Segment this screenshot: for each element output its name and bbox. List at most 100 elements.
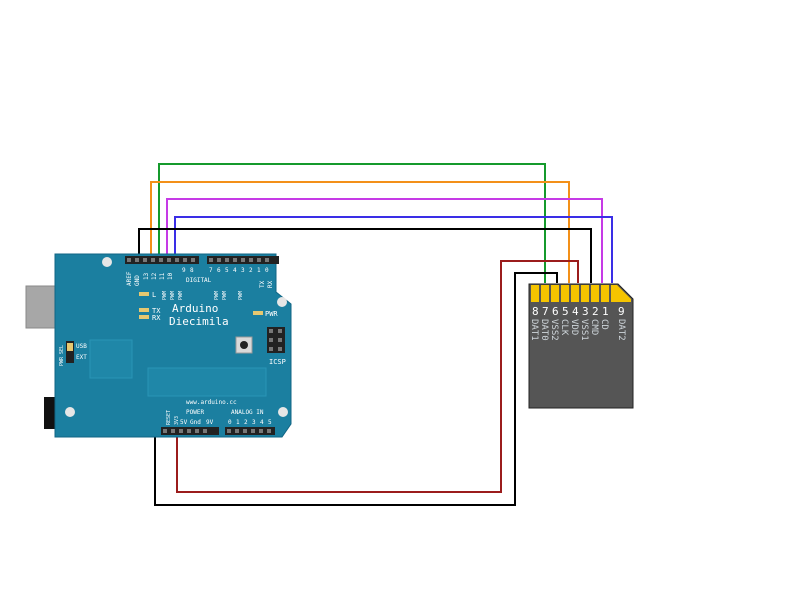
arduino-board: AREF GND 13 12 11 10 9 8 7 6 5 4 3 2 1 0… (25, 253, 292, 438)
brand-diecimila: Diecimila (169, 315, 229, 328)
sd-pin-number-5: 5 (562, 305, 569, 318)
sd-contact-1 (601, 285, 609, 302)
sd-contact-3 (581, 285, 589, 302)
9v-label: 9V (206, 419, 214, 426)
pin-label-7: 7 (209, 267, 213, 274)
sd-contacts (531, 285, 631, 302)
pin-label-aref: AREF (126, 271, 133, 286)
analog-pin-2: 2 (244, 419, 248, 426)
pwr-label: PWR (265, 310, 278, 318)
digital-header (125, 256, 279, 264)
analog-pin-1: 1 (236, 419, 240, 426)
sd-pin-name-vss1: VSS1 (579, 319, 589, 341)
pin-label-1: 1 (257, 267, 261, 274)
analog-pin-4: 4 (260, 419, 264, 426)
pwm-label: PWM (214, 291, 220, 300)
sd-contact-4 (571, 285, 579, 302)
led-pwr (253, 311, 263, 315)
pin-label-2: 2 (249, 267, 253, 274)
analog-in-label: ANALOG IN (231, 409, 264, 416)
pwr-sel-label: PWR SEL (59, 345, 65, 366)
pwm-label: PWM (170, 291, 176, 300)
website-label: www.arduino.cc (186, 399, 237, 406)
green-wire (158, 163, 546, 283)
v3-label: 3V3 (174, 416, 180, 425)
pwr-sel-jumper (66, 341, 74, 363)
sd-pin-number-4: 4 (572, 305, 579, 318)
onboard-leds (139, 292, 263, 319)
small-chip (89, 339, 133, 379)
pin-label-12: 12 (151, 272, 158, 280)
sd-card: 8 7 6 5 4 3 2 1 9 DAT1 DAT0 VSS2 CLK VDD… (528, 283, 634, 409)
mounting-hole (278, 407, 288, 417)
pin-label-0: 0 (265, 267, 269, 274)
sd-pin-name-cmd: CMD (589, 319, 599, 335)
mounting-hole (277, 297, 287, 307)
blue-wire (174, 216, 613, 283)
pwm-label: PWM (238, 291, 244, 300)
icsp-label: ICSP (269, 358, 286, 366)
rx-label: RX (267, 280, 274, 288)
sd-contact-7 (541, 285, 549, 302)
sd-pin-name-vss2: VSS2 (549, 319, 559, 341)
digital-label: DIGITAL (186, 277, 212, 284)
pin-label-11: 11 (159, 272, 166, 280)
pwm-label: PWM (178, 291, 184, 300)
5v-label: 5V (180, 419, 188, 426)
sd-pin-number-8: 8 (532, 305, 539, 318)
pin-label-4: 4 (233, 267, 237, 274)
pin-label-3: 3 (241, 267, 245, 274)
pin-label-gnd: GND (134, 275, 141, 286)
red-wire (176, 260, 579, 493)
led-tx (139, 308, 149, 312)
orange-wire (150, 181, 570, 283)
power-header (161, 427, 219, 435)
pin-label-13: 13 (143, 272, 150, 280)
sd-contact-6 (551, 285, 559, 302)
pwm-label: PWM (162, 291, 168, 300)
sd-pin-name-cd: CD (599, 319, 609, 330)
analog-pin-3: 3 (252, 419, 256, 426)
main-chip (147, 367, 267, 397)
pin-label-10: 10 (167, 272, 174, 280)
reset-button (235, 336, 253, 354)
sd-pin-numbers: 8 7 6 5 4 3 2 1 9 (532, 305, 625, 318)
led-rx-label: RX (152, 314, 161, 322)
tx-label: TX (259, 280, 266, 288)
pin-label-5: 5 (225, 267, 229, 274)
mounting-hole (102, 257, 112, 267)
sd-pin-name-dat0: DAT0 (539, 319, 549, 341)
sd-contact-2 (591, 285, 599, 302)
digital-pin-labels: AREF GND 13 12 11 10 9 8 7 6 5 4 3 2 1 0 (126, 267, 269, 286)
pwm-label: PWM (222, 291, 228, 300)
sd-contact-9 (611, 285, 631, 302)
gnd-label: Gnd (190, 419, 201, 426)
sd-pin-number-2: 2 (592, 305, 599, 318)
sd-pin-number-7: 7 (542, 305, 549, 318)
reset-label: RESET (166, 410, 172, 425)
sd-pin-number-6: 6 (552, 305, 559, 318)
usb-label: USB (76, 343, 87, 350)
sd-contact-5 (561, 285, 569, 302)
sd-pin-name-dat1: DAT1 (529, 319, 539, 341)
sd-pin-number-3: 3 (582, 305, 589, 318)
led-rx (139, 315, 149, 319)
magenta-wire (166, 198, 603, 283)
sd-card-body (528, 283, 634, 409)
brand-arduino: Arduino (172, 302, 218, 315)
analog-header (225, 427, 275, 435)
led-tx-label: TX (152, 307, 161, 315)
mounting-hole (65, 407, 75, 417)
sd-contact-8 (531, 285, 539, 302)
pin-label-8: 8 (190, 267, 194, 274)
icsp-header (267, 327, 285, 353)
led-l-label: L (152, 291, 156, 299)
sd-pin-name-clk: CLK (559, 319, 569, 336)
power-label: POWER (186, 409, 204, 416)
sd-pin-number-1: 1 (602, 305, 609, 318)
sd-pin-names: DAT1 DAT0 VSS2 CLK VDD VSS1 CMD CD DAT2 (529, 319, 626, 341)
pin-label-9: 9 (182, 267, 186, 274)
ext-label: EXT (76, 354, 87, 361)
pin-label-6: 6 (217, 267, 221, 274)
